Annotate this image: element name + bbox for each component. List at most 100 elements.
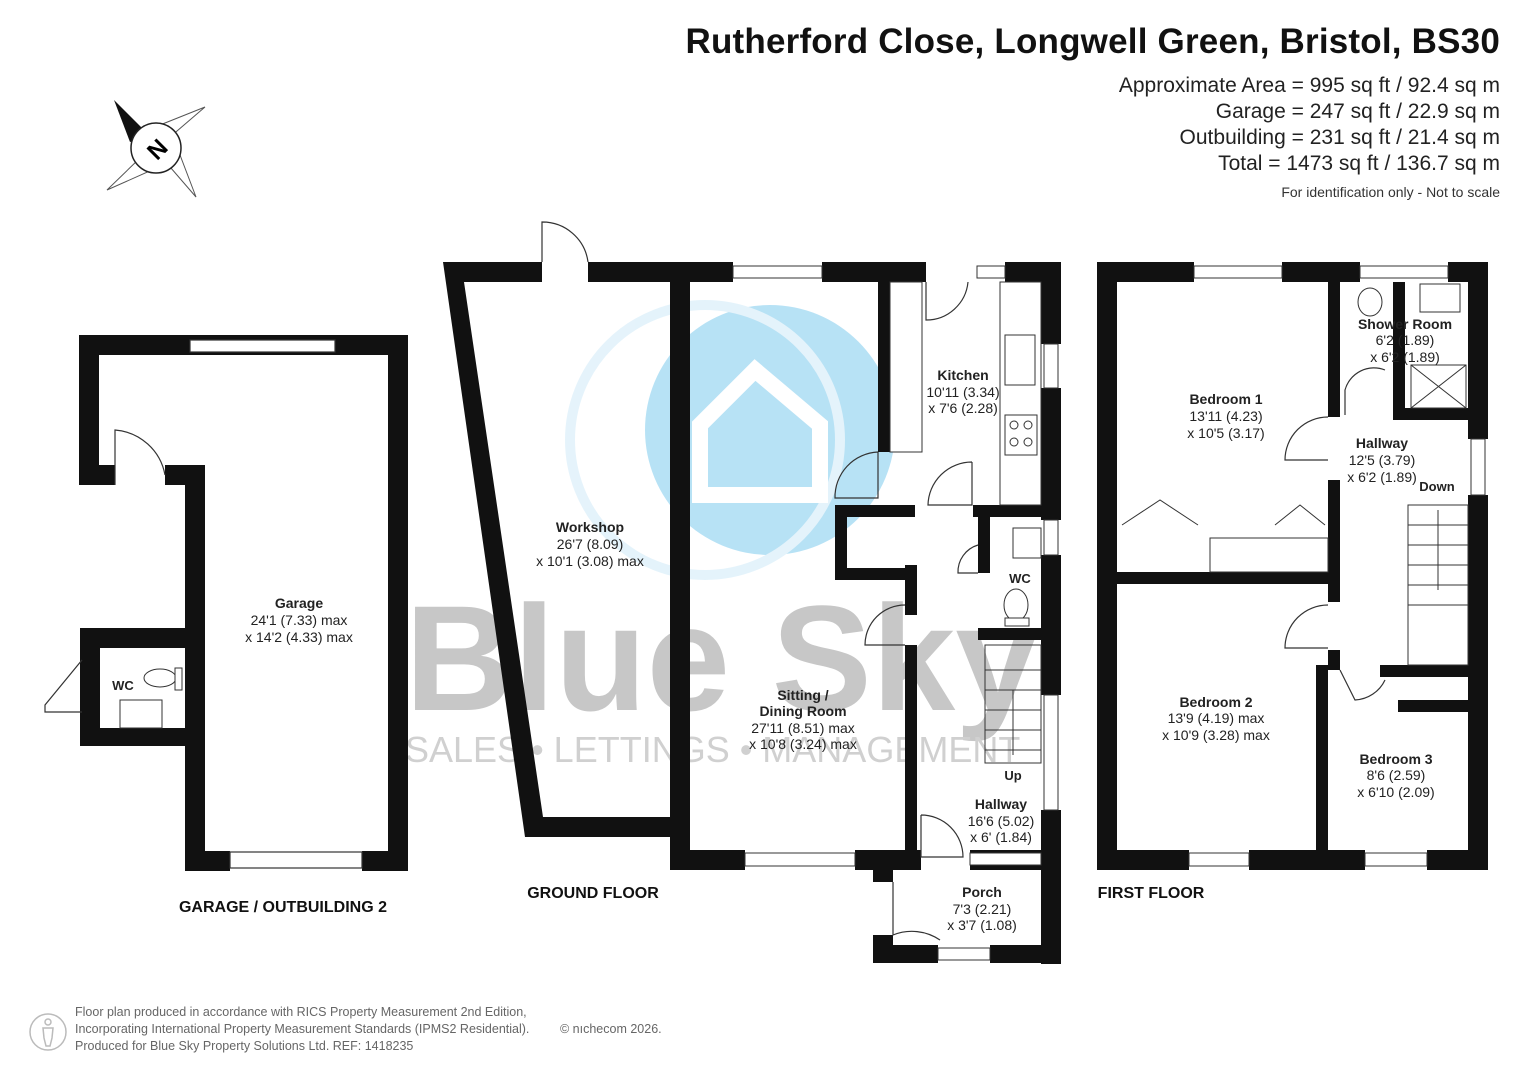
hall-porch-door-icon — [920, 814, 964, 858]
sitting-name2: Dining Room — [759, 703, 846, 719]
bed3-dim2: x 6'10 (2.09) — [1357, 784, 1434, 800]
bed2-dim1: 13'9 (4.19) max — [1168, 710, 1265, 726]
garage-basin-icon — [119, 699, 163, 729]
footer-line1: Floor plan produced in accordance with R… — [75, 1005, 527, 1019]
kitchen-window-top — [976, 265, 1006, 279]
bed2-door-icon — [1284, 604, 1329, 649]
scale-note: For identification only - Not to scale — [1281, 184, 1500, 200]
bed2-window — [1188, 852, 1250, 867]
sitting-dim2: x 10'8 (3.24) max — [749, 736, 857, 752]
garage-wc-name: WC — [112, 678, 134, 693]
garage-walls — [79, 335, 408, 871]
workshop-dim1: 26'7 (8.09) — [557, 536, 624, 552]
porch-window — [937, 947, 991, 961]
watermark-tagline: SALES • LETTINGS • MANAGEMENT — [405, 729, 1020, 770]
shower-window — [1359, 265, 1449, 279]
garage-area: Garage = 247 sq ft / 22.9 sq m — [1215, 100, 1500, 123]
bed3-window — [1364, 852, 1428, 867]
sitting-hall-door-icon — [864, 604, 906, 646]
hall-window — [1043, 694, 1059, 811]
kitchen-dim2: x 7'6 (2.28) — [928, 400, 998, 416]
section-garage: GARAGE / OUTBUILDING 2 — [179, 899, 387, 916]
garage-window — [189, 339, 336, 353]
bed1-dim1: 13'11 (4.23) — [1189, 408, 1262, 424]
kitchen-window-side — [1043, 343, 1059, 389]
kitchen-door-icon — [925, 281, 969, 321]
ground-wc-name: WC — [1009, 571, 1031, 586]
footer: Floor plan produced in accordance with R… — [75, 1004, 662, 1055]
ground-floor-walls — [443, 262, 1061, 964]
wardrobe-door-icon — [1121, 499, 1199, 526]
total-area: Total = 1473 sq ft / 136.7 sq m — [1218, 152, 1500, 175]
bed1-wardrobe — [1209, 537, 1329, 573]
bed3-door-icon — [1339, 669, 1386, 701]
kitchen-hall-door-icon — [927, 461, 973, 506]
porch-hall-window — [969, 852, 1042, 866]
compass: N — [106, 100, 206, 198]
shower-name: Shower Room — [1358, 316, 1452, 332]
garage-wc-door-icon — [44, 659, 83, 713]
kitchen-counter-left — [889, 281, 923, 453]
bed1-dim2: x 10'5 (3.17) — [1187, 425, 1264, 441]
porch-dim2: x 3'7 (1.08) — [947, 917, 1017, 933]
outbuilding-area: Outbuilding = 231 sq ft / 21.4 sq m — [1179, 126, 1500, 149]
kitchen-dim1: 10'11 (3.34) — [926, 384, 999, 400]
porch-dim1: 7'3 (2.21) — [953, 901, 1012, 917]
sitting-window — [744, 852, 856, 867]
first-floor-walls — [1097, 262, 1488, 870]
shower-dim1: 6'2 (1.89) — [1376, 332, 1435, 348]
watermark-ring — [565, 300, 845, 580]
first-stairs — [1407, 504, 1469, 666]
sitting-name1: Sitting / — [777, 687, 828, 703]
workshop-door-icon — [541, 221, 589, 263]
bed1-window — [1193, 265, 1283, 279]
hall-ground-dim1: 16'6 (5.02) — [968, 813, 1035, 829]
shower-door-icon — [1344, 367, 1386, 415]
wc-door-icon — [957, 544, 979, 574]
room-labels: Garage 24'1 (7.33) max x 14'2 (4.33) max… — [112, 316, 1455, 933]
hall-ground-dim2: x 6' (1.84) — [970, 829, 1032, 845]
footer-line3: Produced for Blue Sky Property Solutions… — [75, 1039, 414, 1053]
workshop-dim2: x 10'1 (3.08) max — [536, 553, 644, 569]
approx-area: Approximate Area = 995 sq ft / 92.4 sq m — [1118, 74, 1500, 97]
bed1-name: Bedroom 1 — [1189, 391, 1262, 407]
wc-window — [1043, 519, 1059, 556]
wc-toilet-icon — [1003, 588, 1029, 622]
footer-line2: Incorporating International Property Mea… — [75, 1022, 530, 1036]
hall-ground-name: Hallway — [975, 796, 1027, 812]
garage-dim2: x 14'2 (4.33) max — [245, 629, 353, 645]
porch-name: Porch — [962, 884, 1002, 900]
hall-first-name: Hallway — [1356, 435, 1408, 451]
shower-basin-icon — [1419, 283, 1461, 313]
garage-dim1: 24'1 (7.33) max — [251, 612, 348, 628]
watermark-house-icon — [692, 359, 828, 503]
accessibility-person-icon — [29, 1013, 67, 1051]
footer-copyright: © nıchecom 2026. — [560, 1022, 662, 1036]
garage-door — [229, 851, 363, 869]
stairs-up-label: Up — [1004, 768, 1021, 783]
garage-name: Garage — [275, 595, 323, 611]
hall-first-window — [1470, 438, 1486, 496]
section-ground: GROUND FLOOR — [527, 885, 659, 902]
workshop-name: Workshop — [556, 519, 624, 535]
bed1-door-icon — [1284, 416, 1329, 461]
bed3-name: Bedroom 3 — [1359, 751, 1432, 767]
bed2-dim2: x 10'9 (3.28) max — [1162, 727, 1270, 743]
kitchen-counter-right — [999, 281, 1042, 506]
shower-toilet-icon — [1357, 287, 1383, 317]
kitchen-hob-icon — [1004, 414, 1038, 456]
kitchen-sink-icon — [1004, 334, 1036, 386]
garage-toilet-icon — [143, 668, 177, 688]
stairs-down-label: Down — [1419, 479, 1454, 494]
workshop-window — [732, 265, 823, 279]
kitchen-name: Kitchen — [937, 367, 988, 383]
sitting-dim1: 27'11 (8.51) max — [751, 720, 855, 736]
garage-side-door-icon — [114, 429, 166, 485]
wc-basin-icon — [1012, 527, 1042, 559]
front-door-icon — [892, 882, 941, 941]
bed3-dim1: 8'6 (2.59) — [1367, 767, 1426, 783]
bed2-name: Bedroom 2 — [1179, 694, 1252, 710]
plan-title: Rutherford Close, Longwell Green, Bristo… — [685, 22, 1500, 61]
ground-stairs — [984, 644, 1042, 764]
